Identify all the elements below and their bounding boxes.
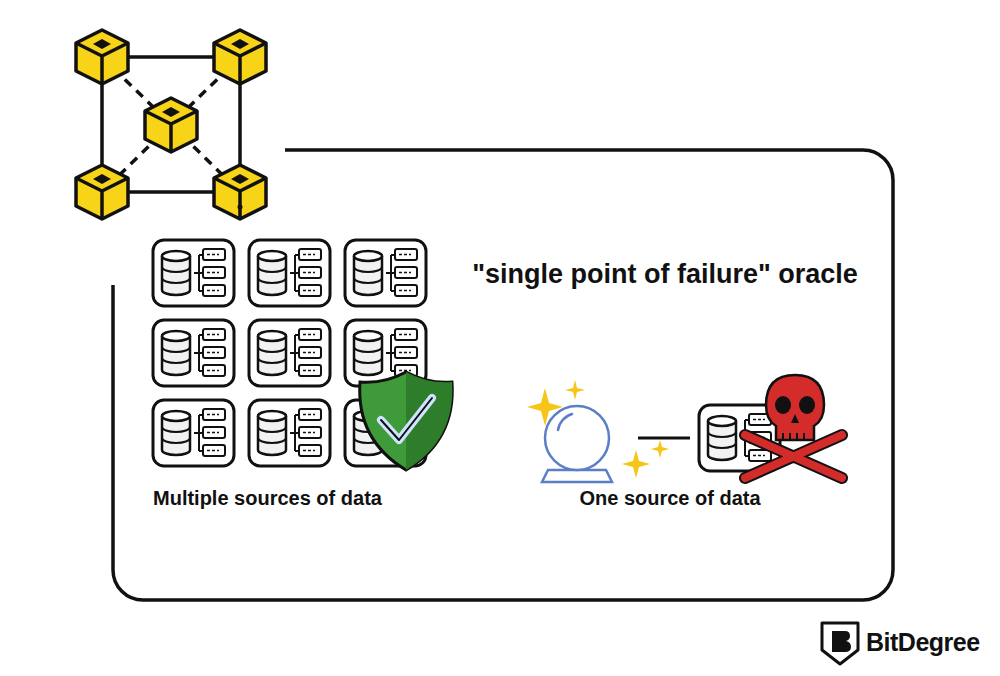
panel-heading: "single point of failure" oracle: [465, 258, 865, 292]
crystal-ball: [527, 380, 690, 482]
logo-mark: [822, 623, 858, 664]
skull-crossbones: [745, 375, 842, 478]
check-shield: [360, 372, 453, 470]
watermark: BitDegree: [866, 628, 980, 657]
panel: "single point of failure" oracleMultiple…: [113, 150, 893, 600]
caption-single: One source of data: [530, 486, 810, 511]
caption-multiple: Multiple sources of data: [153, 486, 453, 511]
blockchain-icon: [76, 30, 266, 219]
panel-outline: [113, 150, 893, 600]
